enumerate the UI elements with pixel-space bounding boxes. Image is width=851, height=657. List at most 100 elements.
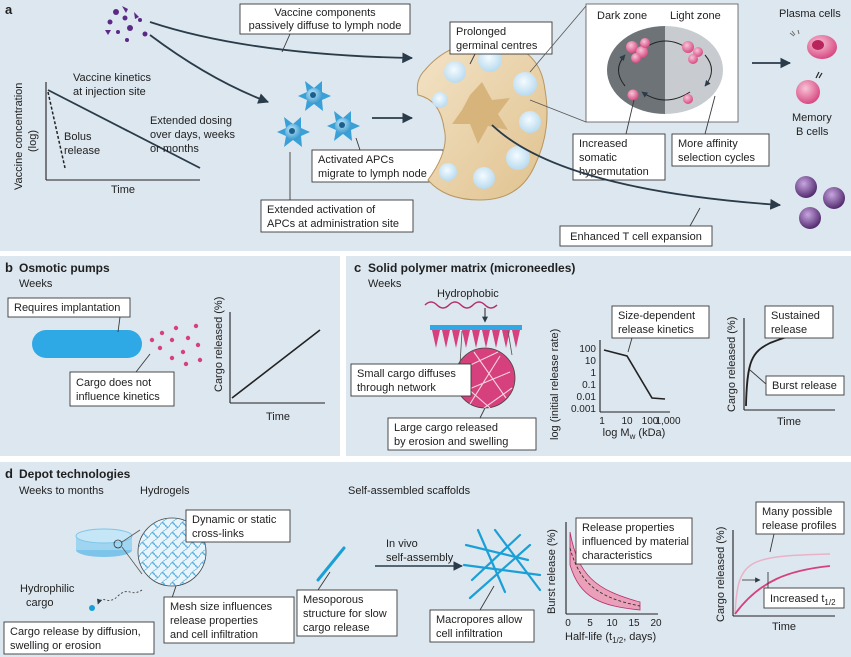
small-cargo-line-2: through network [357, 382, 436, 394]
germinal-line-2: germinal centres [456, 40, 538, 52]
extended-label-2: over days, weeks [150, 129, 235, 141]
burst-y-axis: Burst release (%) [546, 529, 558, 614]
mesh-line-2: release properties [170, 615, 259, 627]
mesoporous-rod-icon [316, 546, 346, 582]
extended-dosing-curve [47, 89, 201, 169]
release-rate-y-axis: log (initial release rate) [549, 329, 561, 440]
apcs-line-1: Activated APCs [318, 154, 394, 166]
somatic-line-2: somatic [579, 152, 617, 164]
cargo-line-2: influence kinetics [76, 391, 160, 403]
release-rate-chart: log (initial release rate) 1001010.10.01… [549, 329, 681, 441]
hydrophilic-cargo-icon [89, 605, 95, 611]
release-props-line-3: characteristics [582, 550, 653, 562]
release-profiles-chart: Cargo released (%) Time [715, 527, 835, 633]
small-cargo-callout: Small cargo diffuses through network [350, 363, 472, 397]
mesoporous-line-3: cargo release [303, 622, 370, 634]
implant-label: Requires implantation [14, 302, 120, 314]
hydrophilic-line-2: cargo [26, 597, 54, 609]
y-tick-label: 0.001 [571, 404, 596, 415]
activation-line-1: Extended activation of [267, 204, 376, 216]
macropores-line-1: Macropores allow [436, 614, 522, 626]
bolus-label-1: Bolus [64, 131, 92, 143]
somatic-callout: Increased somatic hypermutation [572, 99, 666, 181]
panel-a-letter: a [5, 2, 13, 17]
cargo-release-line-2: swelling or erosion [10, 640, 101, 652]
somatic-line-3: hypermutation [579, 166, 649, 178]
cargo-kinetics-callout: Cargo does not influence kinetics [69, 353, 175, 407]
hydrogels-label: Hydrogels [140, 485, 190, 497]
apc-activation-callout: Extended activation of APCs at administr… [260, 152, 414, 233]
y-tick-label: 100 [579, 344, 596, 355]
size-dep-line-2: release kinetics [618, 324, 694, 336]
germinal-centre-zoom: Dark zone Light zone [585, 3, 739, 123]
memory-label-2: B cells [796, 126, 829, 138]
cargo-diffusion-path [96, 589, 143, 605]
x-tick-label: 1,000 [655, 416, 680, 427]
plasma-cell-icon [789, 29, 837, 59]
hydrogel-disc-icon [75, 528, 133, 557]
hydrophilic-line-1: Hydrophilic [20, 583, 75, 595]
macropores-callout: Macropores allow cell infiltration [429, 585, 535, 643]
vaccine-antigen-icon [105, 6, 148, 42]
svg-text:Increased t1/2: Increased t1/2 [770, 593, 836, 607]
dark-zone-label: Dark zone [597, 10, 647, 22]
y-tick-label: 1 [590, 368, 596, 379]
mesoporous-callout: Mesoporous structure for slow cargo rele… [296, 571, 398, 637]
panel-b-subtitle: Weeks [19, 278, 53, 290]
tcell-label: Enhanced T cell expansion [570, 231, 702, 243]
burst-callout: Burst release [749, 369, 845, 396]
osmotic-linear-curve [231, 329, 321, 399]
t-cell-expansion-arrow [491, 124, 782, 210]
macropores-line-2: cell infiltration [436, 628, 503, 640]
increased-half-life-callout: Increased t1/2 [763, 572, 845, 609]
memory-label-1: Memory [792, 112, 832, 124]
mesh-callout: Mesh size influences release properties … [163, 585, 295, 644]
fast-release-curve [734, 553, 831, 615]
mesoporous-line-1: Mesoporous [303, 594, 364, 606]
increased-sub: 1/2 [824, 598, 836, 607]
passive-diffusion-arrow [149, 21, 414, 64]
osmotic-pump-icon [32, 330, 142, 358]
mesh-line-1: Mesh size influences [170, 601, 273, 613]
panel-c-subtitle: Weeks [368, 278, 402, 290]
lymph-node-icon [416, 41, 548, 201]
release-props-line-2: influenced by material [582, 536, 689, 548]
affinity-callout: More affinity selection cycles [671, 95, 770, 167]
passive-line-2: passively diffuse to lymph node [249, 20, 402, 32]
panel-d-letter: d [5, 466, 13, 481]
hydrophobic-label: Hydrophobic [437, 288, 499, 300]
memory-b-cell-icon [796, 71, 823, 104]
sustained-callout: Sustained release [764, 305, 834, 339]
crosslinks-line-2: cross-links [192, 528, 244, 540]
kinetics-y-axis-unit: (log) [27, 130, 39, 152]
release-properties-callout: Release properties influenced by materia… [575, 517, 693, 565]
hydrophobic-chain-icon [424, 301, 498, 309]
passive-diffusion-callout: Vaccine components passively diffuse to … [239, 3, 411, 53]
y-tick-label: 0.01 [577, 392, 597, 403]
profiles-x-axis: Time [772, 621, 796, 633]
bolus-label-2: release [64, 145, 100, 157]
extended-label-1: Extended dosing [150, 115, 232, 127]
osmotic-release-chart: Cargo released (%) Time [213, 297, 325, 423]
panel-c-title: Solid polymer matrix (microneedles) [368, 261, 575, 275]
kinetics-title-2: at injection site [73, 86, 146, 98]
scaffold-network-icon [462, 528, 542, 600]
x-tick-label: 20 [650, 618, 662, 629]
microneedle-x-axis: Time [777, 416, 801, 428]
kinetics-x-axis-label: Time [111, 184, 135, 196]
passive-line-1: Vaccine components [274, 7, 376, 19]
implant-callout: Requires implantation [7, 297, 131, 333]
plasma-cells-label: Plasma cells [779, 8, 841, 20]
osmotic-y-axis: Cargo released (%) [213, 297, 225, 392]
increased-label: Increased t [770, 593, 824, 605]
extended-label-3: or months [150, 143, 199, 155]
microneedle-array-icon [430, 325, 522, 348]
osmotic-x-axis: Time [266, 411, 290, 423]
kinetics-y-axis-label: Vaccine concentration [13, 83, 25, 190]
size-dep-line-1: Size-dependent [618, 310, 695, 322]
invivo-line-1: In vivo [386, 538, 418, 550]
profiles-y-axis: Cargo released (%) [715, 527, 727, 622]
vaccine-kinetics-chart: Vaccine concentration (log) Vaccine kine… [13, 72, 235, 196]
many-profiles-callout: Many possible release profiles [755, 501, 845, 553]
